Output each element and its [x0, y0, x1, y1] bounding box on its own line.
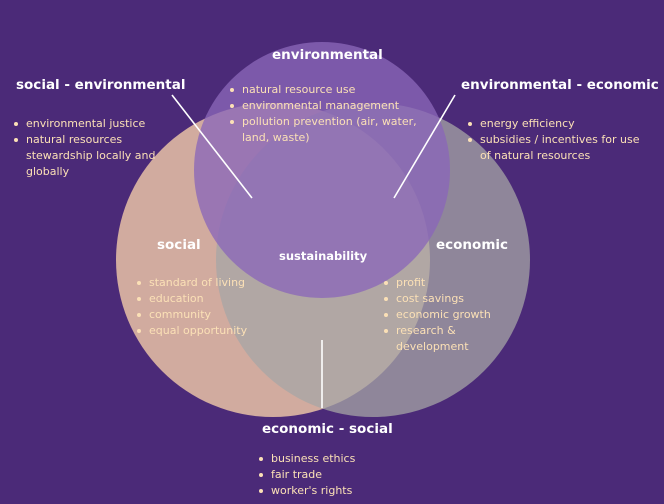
environmental-economic-title: environmental - economic	[461, 77, 659, 93]
social-environmental-pointer	[171, 94, 253, 199]
list-item: energy efficiency	[466, 116, 641, 132]
list-item: worker's rights	[257, 483, 397, 499]
list-item: environmental justice	[12, 116, 172, 132]
list-item: community	[135, 307, 275, 323]
list-item: cost savings	[382, 291, 497, 307]
social-list: standard of living education community e…	[135, 275, 275, 339]
list-item: subsidies / incentives for use of natura…	[466, 132, 641, 164]
environmental-title: environmental	[272, 47, 383, 63]
list-item: research & development	[382, 323, 497, 355]
economic-title: economic	[436, 237, 509, 253]
environmental-economic-list: energy efficiency subsidies / incentives…	[466, 116, 641, 164]
economic-social-title: economic - social	[262, 421, 393, 437]
social-title: social	[157, 237, 201, 253]
list-item: business ethics	[257, 451, 397, 467]
list-item: standard of living	[135, 275, 275, 291]
environmental-economic-pointer	[393, 94, 456, 199]
economic-social-list: business ethics fair trade worker's righ…	[257, 451, 397, 499]
list-item: natural resource use	[228, 82, 433, 98]
social-environmental-title: social - environmental	[16, 77, 186, 93]
sustainability-label: sustainability	[279, 249, 368, 263]
list-item: fair trade	[257, 467, 397, 483]
environmental-circle	[194, 42, 450, 298]
social-environmental-list: environmental justice natural resources …	[12, 116, 172, 180]
list-item: environmental management	[228, 98, 433, 114]
economic-list: profit cost savings economic growth rese…	[382, 275, 497, 355]
list-item: natural resources stewardship locally an…	[12, 132, 172, 180]
list-item: equal opportunity	[135, 323, 275, 339]
list-item: economic growth	[382, 307, 497, 323]
list-item: education	[135, 291, 275, 307]
environmental-list: natural resource use environmental manag…	[228, 82, 433, 146]
list-item: profit	[382, 275, 497, 291]
list-item: pollution prevention (air, water, land, …	[228, 114, 433, 146]
